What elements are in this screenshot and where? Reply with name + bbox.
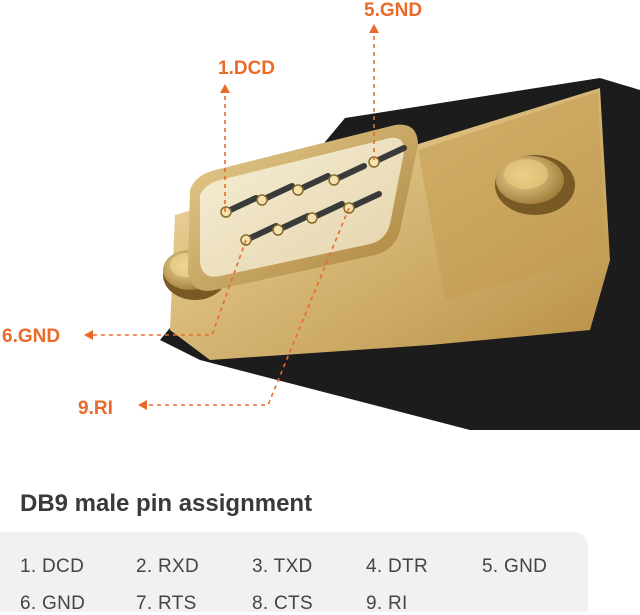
pin-tip-2: [256, 194, 268, 206]
pin-6: 6. GND: [20, 593, 86, 614]
callout-pin1-label: 1.DCD: [218, 58, 276, 79]
arrow-pin1: [220, 84, 230, 93]
pin-8: 8. CTS: [252, 593, 313, 614]
pin-tip-1: [220, 206, 232, 218]
pin-9: 9. RI: [366, 593, 408, 614]
pin-7: 7. RTS: [136, 593, 197, 614]
arrow-pin5: [369, 24, 379, 33]
callout-pin9-label: 9.RI: [78, 398, 113, 419]
pin-5: 5. GND: [482, 556, 548, 577]
pin-1: 1. DCD: [20, 556, 85, 577]
right-screw: [495, 155, 575, 215]
connector-pins: [220, 145, 407, 246]
pin-tip-8: [306, 212, 318, 224]
pin-tip-3: [292, 184, 304, 196]
pin-tip-7: [272, 224, 284, 236]
db9-connector-illustration: [84, 24, 640, 430]
pin-assignment-title: DB9 male pin assignment: [20, 490, 313, 517]
pin-3: 3. TXD: [252, 556, 313, 577]
callout-pin6-label: 6.GND: [2, 326, 61, 347]
pin-2: 2. RXD: [136, 556, 200, 577]
pin-tip-4: [328, 174, 340, 186]
pin-assignment-table: 1. DCD 2. RXD 3. TXD 4. DTR 5. GND 6. GN…: [0, 532, 588, 614]
callout-pin5-label: 5.GND: [364, 0, 423, 21]
pin-4: 4. DTR: [366, 556, 428, 577]
arrow-pin6: [84, 330, 93, 340]
arrow-pin9: [138, 400, 147, 410]
leader-pin6: [92, 239, 247, 336]
